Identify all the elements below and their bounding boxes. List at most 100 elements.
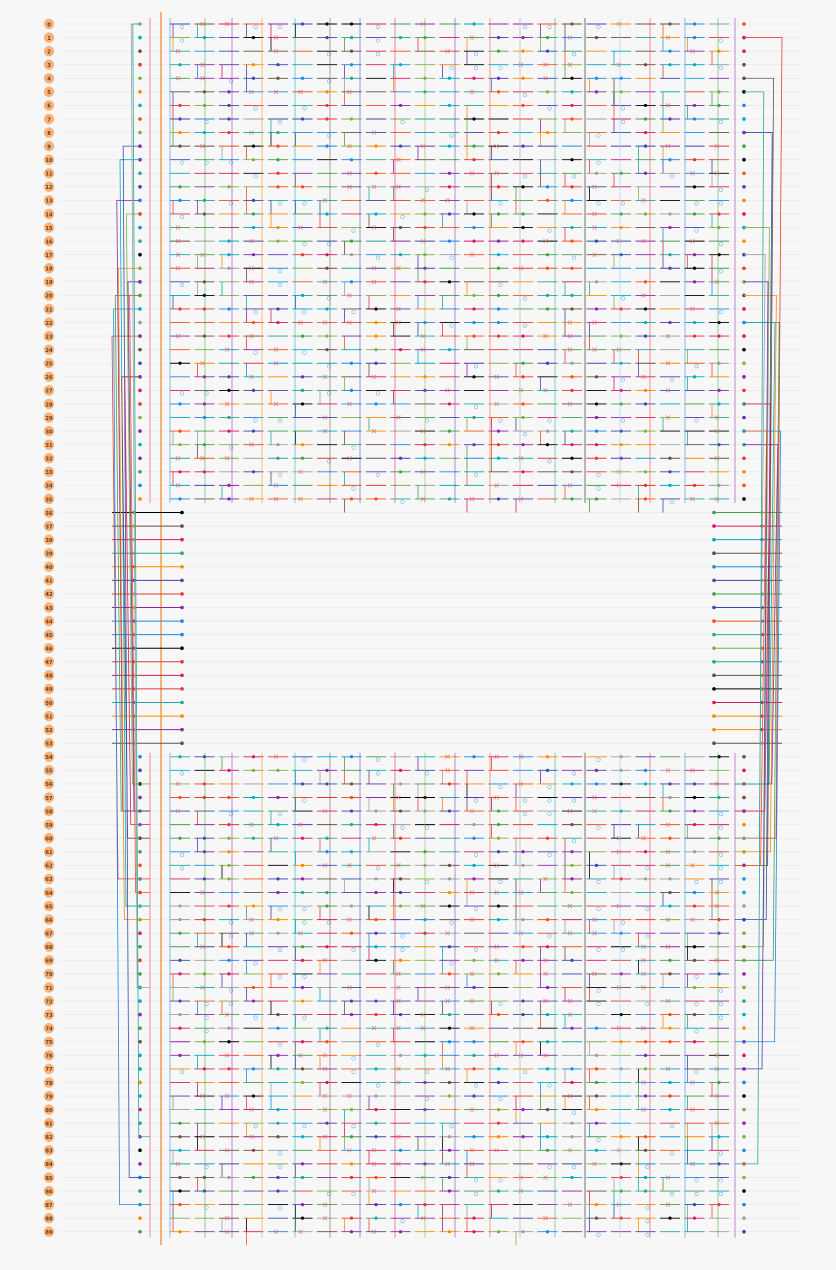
cross-mark [445,48,450,54]
cross-mark [469,1107,475,1112]
pin-dot [692,782,697,786]
edge-pin [138,1229,142,1234]
cross-mark [249,130,254,135]
pin-dot [398,103,403,108]
cross-mark [543,958,548,963]
pin-dot [545,253,550,257]
pin-dot [521,958,525,962]
row-badge [43,86,55,98]
ring-mark [620,106,626,111]
pin-dot [472,22,476,26]
wrap-wire-left [130,23,150,988]
pin-dot [178,117,182,121]
row-number: 74 [45,1026,53,1032]
ring-mark [571,1110,577,1115]
pin-dot [276,158,280,162]
cross-mark [665,1066,671,1072]
row-number: 32 [45,457,53,463]
pin-dot [496,1013,501,1017]
row-number: 34 [45,484,53,490]
pin-dot [447,972,452,976]
row-badge [43,1090,55,1102]
edge-pin [138,795,142,800]
row-badge [43,873,55,885]
edge-pin [742,985,746,990]
pin-dot [545,945,550,949]
edge-pin [742,1107,746,1112]
cross-mark [567,1202,573,1207]
ring-mark [302,920,307,925]
pin-dot [521,375,525,379]
ring-mark [326,391,332,396]
pin-dot [521,49,525,53]
stub-pin [712,673,716,678]
cross-mark [420,333,426,339]
pin-dot [496,443,501,447]
ring-mark [694,974,699,980]
cross-mark [469,1161,475,1167]
pin-dot [276,63,280,67]
ring-mark [228,920,234,925]
edge-pin [138,931,142,935]
row-badge [43,290,55,301]
cross-mark [641,944,646,950]
row-label: 76 [43,1050,55,1061]
pin-dot [374,361,378,365]
row-number: 69 [45,959,53,965]
pin-dot [594,90,599,94]
pin-dot [349,1230,354,1234]
ring-mark [375,866,381,871]
ring-mark [449,920,454,925]
pin-dot [374,320,378,325]
row-number: 45 [45,633,53,639]
row-number: 85 [45,1176,53,1182]
row-label: 63 [43,873,55,885]
pin-dot [398,1148,403,1152]
edge-pin [138,1189,142,1193]
ring-mark [326,52,332,57]
row-label: 50 [43,697,55,708]
ring-mark [351,445,356,450]
pin-dot [594,1094,599,1098]
row-badge [43,860,55,871]
pin-dot [300,293,305,297]
pin-dot [349,850,354,854]
pin-dot [227,497,231,501]
pin-dot [594,402,599,406]
edge-pin [742,117,746,121]
ring-mark [669,174,675,179]
pin-dot [447,1040,452,1044]
ring-mark [669,499,675,505]
row-badge [43,765,55,776]
pin-dot [178,1135,182,1139]
row-number: 83 [45,1149,53,1155]
pin-dot [276,185,280,189]
ring-mark [228,934,234,939]
cross-mark [273,483,279,488]
pin-dot [276,931,280,935]
cross-mark [322,1053,328,1058]
row-number: 82 [45,1135,53,1141]
ring-mark [302,1015,307,1020]
cross-mark [420,469,426,475]
pin-dot [276,225,280,230]
row-label: 60 [43,833,55,844]
ring-mark [351,309,356,315]
ring-mark [718,269,724,274]
cross-mark [396,1025,401,1031]
pin-dot [251,158,256,162]
ring-mark [498,1096,503,1102]
pin-dot [594,768,599,772]
cross-mark [224,1053,230,1058]
row-badge [43,453,55,464]
cross-mark [567,35,573,40]
pin-dot [349,388,354,392]
row-label: 83 [43,1145,55,1156]
pin-dot [276,1175,280,1180]
cross-mark [273,401,279,407]
pin-dot [496,334,501,338]
ring-mark [547,934,552,939]
pin-dot [374,307,378,311]
pin-dot [300,1067,305,1071]
cross-mark [445,754,450,760]
